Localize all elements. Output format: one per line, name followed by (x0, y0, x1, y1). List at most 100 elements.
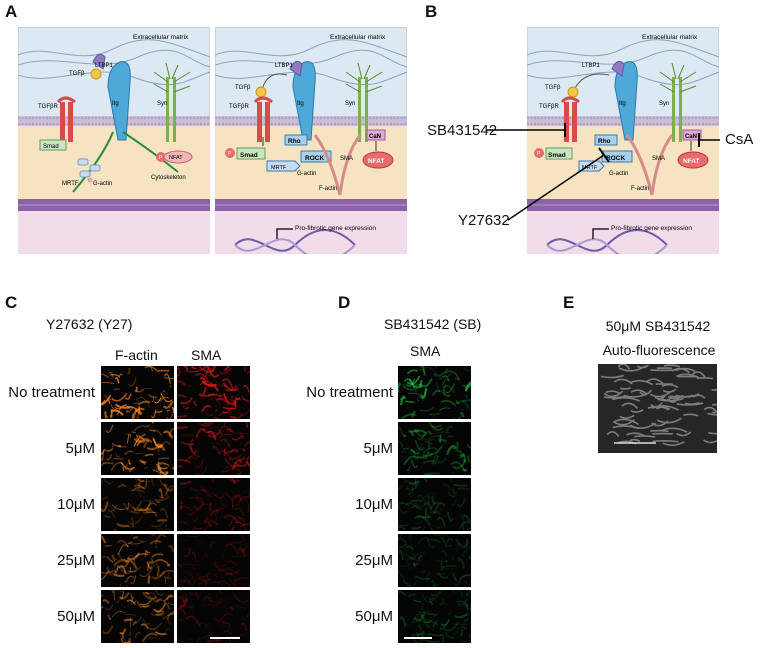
tgfbr-left (257, 102, 262, 142)
nfat-oval (362, 151, 394, 169)
scale-bar (404, 637, 432, 639)
syn-label: Syn (345, 101, 355, 107)
rho-label: Rho (598, 138, 611, 145)
gactin-label: G-actin (93, 181, 112, 187)
syndecan-chains (659, 62, 697, 93)
sma-green-micrograph (398, 422, 471, 475)
can-label: CaN (685, 134, 697, 140)
ecm-fiber (527, 71, 719, 86)
nfat-label: NFAT (169, 155, 183, 161)
tgfbr-top (56, 96, 76, 104)
row-label: No treatment (8, 383, 95, 401)
syndecan-right (365, 77, 368, 142)
row-label: 5μM (65, 439, 95, 457)
smad-box (39, 139, 67, 151)
factin-label: F-actin (631, 186, 649, 192)
ecm-fiber (215, 39, 407, 58)
rho-box (284, 134, 308, 146)
rock-box (300, 150, 332, 163)
col-header-sma-d: SMA (410, 343, 441, 359)
rock-label: ROCK (606, 155, 625, 162)
gene-expression-label: Pro-fibrotic gene expression (295, 225, 376, 232)
nfat-oval (163, 150, 193, 164)
smad-label: Smad (240, 152, 258, 159)
sma-green-micrograph (398, 590, 471, 643)
col-header-factin: F-actin (115, 347, 158, 363)
itg-label: Itg (112, 101, 119, 107)
row-label: 10μM (355, 495, 393, 513)
col-header-sma: SMA (191, 347, 222, 363)
factin-micrograph (101, 534, 174, 587)
tgfbr-right (68, 102, 73, 142)
sma-label: SMA (652, 156, 665, 162)
can-box (366, 129, 386, 141)
scale-bar (210, 637, 240, 639)
ecm-fiber (527, 39, 719, 58)
tgfb-ligand (90, 68, 102, 80)
sma-label: SMA (340, 156, 353, 162)
y27632-inhibition-line (507, 154, 605, 221)
cytoskeleton-filament (122, 131, 179, 173)
sb431542-label: SB431542 (427, 122, 498, 139)
panel-e-title-2: Auto-fluorescence (602, 342, 716, 358)
smad-box (236, 147, 266, 160)
activation-arrow (573, 73, 610, 91)
panel-label-a: A (5, 2, 18, 21)
tgfb-ligand (255, 86, 267, 98)
sma-green-micrograph (398, 534, 471, 587)
row-label: 25μM (355, 551, 393, 569)
tgfb-label: TGFβ (69, 71, 85, 77)
panel-c-title: Y27632 (Y27) (46, 316, 133, 332)
csa-label: CsA (725, 131, 754, 148)
panel-label-c: C (5, 293, 18, 312)
sma-micrograph (177, 478, 250, 531)
smad-box (545, 147, 573, 160)
integrin-receptor (292, 61, 316, 141)
rho-box (594, 134, 618, 146)
tgfbr-right (265, 102, 270, 142)
ecm-label-3: Extracellular matrix (642, 34, 698, 41)
syndecan-left (672, 77, 675, 142)
y27632-inhibition-bar (598, 147, 610, 163)
syndecan-left (358, 77, 361, 142)
syn-label: Syn (157, 101, 167, 107)
cytoskeleton-label: Cytoskeleton (151, 175, 186, 181)
cytoplasm-region (18, 122, 210, 207)
panel-label-d: D (338, 293, 351, 312)
tgfb-ligand (567, 86, 579, 98)
dna-strand-2 (234, 238, 356, 254)
ltbp1-shape (289, 60, 303, 77)
syn-label: Syn (659, 101, 669, 107)
tgfbr-label: TGFβR (229, 104, 249, 110)
itg-label: Itg (297, 101, 304, 107)
mrtf-dot (87, 177, 93, 183)
tgfbr-top (560, 96, 580, 104)
integrin-receptor (107, 61, 131, 141)
ecm-label-2: Extracellular matrix (330, 34, 386, 41)
panel-e-title-1: 50μM SB431542 (605, 318, 711, 334)
factin-micrograph (101, 478, 174, 531)
sma-micrograph (177, 366, 250, 419)
ecm-label-1: Extracellular matrix (133, 34, 189, 41)
nucleus-region (18, 207, 210, 254)
p-label: P (537, 151, 541, 157)
can-box (682, 129, 702, 141)
gactin-label: G-actin (297, 171, 316, 177)
p-label: P (228, 151, 232, 157)
ltbp1-shape (92, 53, 106, 70)
tgfbr-right (572, 102, 577, 142)
smad-label: Smad (43, 144, 59, 150)
panel-b-inhibitor-lines (486, 123, 720, 221)
row-label: 5μM (363, 439, 393, 457)
integrin-receptor (614, 61, 638, 141)
gactin-label: G-actin (609, 171, 628, 177)
panel-b-diagram: Extracellular matrix LTBP1 TGFβ Itg Syn … (527, 27, 719, 254)
row-label: 50μM (57, 607, 95, 625)
mrtf-arrow-box (266, 160, 301, 172)
transcription-arrow (592, 228, 609, 239)
factin-micrograph (101, 422, 174, 475)
sma-green-micrograph (398, 478, 471, 531)
p-phospho-circle (156, 152, 166, 162)
row-label: 50μM (355, 607, 393, 625)
row-label: No treatment (306, 383, 393, 401)
